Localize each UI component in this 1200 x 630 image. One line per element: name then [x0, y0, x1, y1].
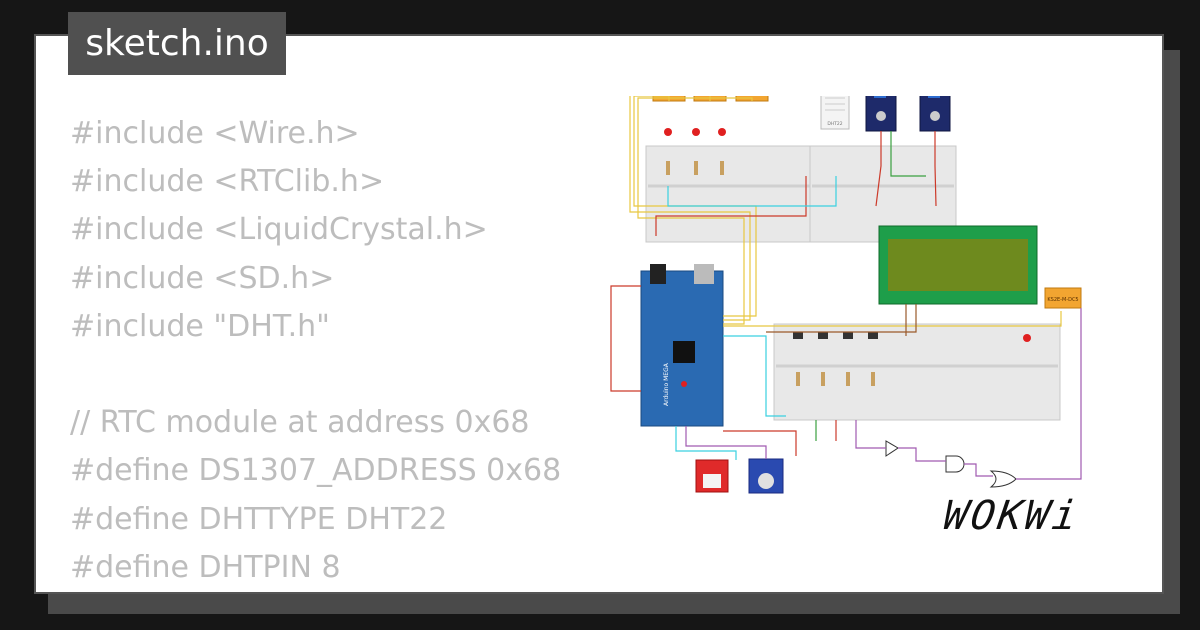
and-gate — [945, 455, 965, 473]
wokwi-logo: WOKWi — [940, 493, 1083, 539]
rtc-module — [748, 458, 784, 494]
preview-card: #include <Wire.h> #include <RTClib.h> #i… — [34, 34, 1164, 594]
code-line: #include "DHT.h" — [70, 308, 330, 344]
resistor — [796, 372, 800, 386]
resistor — [694, 161, 698, 175]
wires — [610, 96, 1082, 480]
push-button — [793, 332, 803, 339]
led — [664, 128, 672, 136]
resistor — [666, 161, 670, 175]
led — [1023, 334, 1031, 342]
breadboard-bottom — [773, 323, 1061, 421]
code-line: #define DS1307_ADDRESS 0x68 — [70, 453, 562, 489]
or-gate — [989, 470, 1017, 488]
not-gate — [885, 440, 899, 457]
code-line: #include <SD.h> — [70, 260, 335, 296]
relay-4: KS2E-M-DC5 — [1044, 287, 1082, 309]
sketch-filename-tab: sketch.ino — [68, 12, 286, 75]
arduino-label: Arduino MEGA — [663, 362, 670, 406]
push-button — [818, 332, 828, 339]
resistor — [846, 372, 850, 386]
circuit-diagram: KS2E-M-DC5 KS2E-M-DC5 KS2E-M-DC5 KS2E-M-… — [610, 96, 1082, 494]
sensor-module-1 — [865, 96, 897, 132]
relay-label: KS2E-M-DC5 — [1047, 297, 1078, 303]
arduino-mega: Arduino MEGA — [640, 264, 724, 427]
sensor-module-2 — [919, 96, 951, 132]
code-line: #define DHTTYPE DHT22 — [70, 501, 448, 537]
dht22-sensor: DHT22 — [820, 96, 850, 130]
code-line: #include <LiquidCrystal.h> — [70, 212, 488, 248]
code-line: // RTC module at address 0x68 — [70, 405, 530, 441]
push-button — [868, 332, 878, 339]
lcd-display — [878, 225, 1038, 305]
code-line: #include <Wire.h> — [70, 116, 360, 151]
resistor — [720, 161, 724, 175]
led — [692, 128, 700, 136]
code-line — [70, 351, 561, 399]
push-button — [843, 332, 853, 339]
resistor — [821, 372, 825, 386]
resistor — [871, 372, 875, 386]
led — [718, 128, 726, 136]
breadboard-top-left — [645, 145, 821, 243]
code-line: #include <RTClib.h> — [70, 164, 385, 200]
code-preview: #include <Wire.h> #include <RTClib.h> #i… — [70, 110, 561, 592]
sd-card-module — [695, 459, 729, 493]
dht-label: DHT22 — [827, 121, 842, 127]
code-line: #define DHTPIN 8 — [70, 549, 341, 585]
